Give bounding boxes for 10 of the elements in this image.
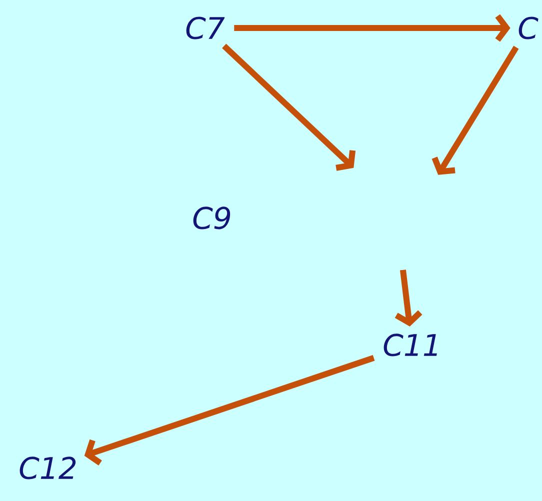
arrow: [234, 14, 510, 42]
arrow: [394, 270, 422, 327]
arrow: [84, 355, 375, 466]
node-label: C9: [193, 206, 230, 230]
arrow: [432, 46, 519, 175]
node-label: C11: [384, 334, 437, 356]
node-label: C12: [20, 456, 76, 480]
node-label: C: [518, 16, 538, 40]
arrow: [222, 44, 356, 171]
node-label: C7: [186, 16, 225, 40]
